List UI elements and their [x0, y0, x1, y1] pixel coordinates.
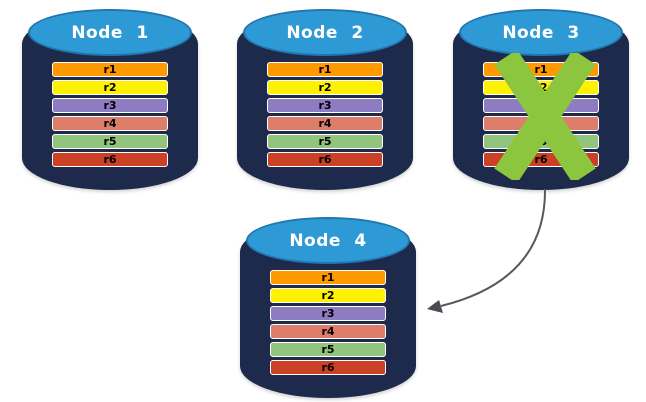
cylinder-top: Node 1 — [28, 9, 192, 56]
replica-row-label: r1 — [318, 63, 332, 76]
replica-row: r4 — [267, 116, 383, 131]
node-title: Node 3 — [502, 22, 580, 43]
replica-row: r2 — [267, 80, 383, 95]
replica-row-label: r2 — [103, 81, 117, 94]
node-title: Node 4 — [289, 230, 367, 251]
replica-row: r3 — [52, 98, 168, 113]
replica-row: r6 — [267, 152, 383, 167]
cylinder-top: Node 4 — [246, 217, 410, 264]
replica-row-label: r6 — [103, 153, 117, 166]
replica-row-label: r4 — [318, 117, 332, 130]
replica-row: r2 — [52, 80, 168, 95]
replica-row-label: r3 — [103, 99, 117, 112]
replica-row-label: r5 — [318, 135, 332, 148]
replica-rows: r1 r2 r3 r4 r5 r6 — [52, 62, 168, 170]
replica-row: r5 — [267, 134, 383, 149]
failure-x-icon — [494, 53, 596, 180]
replica-row-label: r3 — [321, 307, 335, 320]
replica-row: r5 — [270, 342, 386, 357]
replica-row-label: r4 — [103, 117, 117, 130]
replica-row-label: r5 — [103, 135, 117, 148]
replica-row-label: r6 — [534, 153, 548, 166]
replica-row: r5 — [52, 134, 168, 149]
replica-row: r4 — [270, 324, 386, 339]
replica-row-label: r2 — [318, 81, 332, 94]
replica-row: r1 — [52, 62, 168, 77]
replica-row: r2 — [270, 288, 386, 303]
replica-row-label: r3 — [318, 99, 332, 112]
replica-row-label: r5 — [321, 343, 335, 356]
replica-row: r1 — [270, 270, 386, 285]
replica-row: r3 — [267, 98, 383, 113]
replica-row: r6 — [52, 152, 168, 167]
replica-row: r3 — [270, 306, 386, 321]
node-4: Node 4 r1 r2 r3 r4 r5 r6 — [240, 215, 416, 398]
replica-row-label: r6 — [318, 153, 332, 166]
node-1: Node 1 r1 r2 r3 r4 r5 r6 — [22, 7, 198, 190]
replica-rows: r1 r2 r3 r4 r5 r6 — [270, 270, 386, 378]
node-title: Node 2 — [286, 22, 364, 43]
replica-row-label: r1 — [103, 63, 117, 76]
replica-rows: r1 r2 r3 r4 r5 r6 — [267, 62, 383, 170]
replica-row-label: r6 — [321, 361, 335, 374]
replica-row-label: r2 — [321, 289, 335, 302]
cylinder-top: Node 3 — [459, 9, 623, 56]
replica-row: r6 — [270, 360, 386, 375]
replica-row: r4 — [52, 116, 168, 131]
replica-row-label: r1 — [321, 271, 335, 284]
replica-row-label: r4 — [321, 325, 335, 338]
replica-row-label: r1 — [534, 63, 548, 76]
node-2: Node 2 r1 r2 r3 r4 r5 r6 — [237, 7, 413, 190]
replica-row: r1 — [267, 62, 383, 77]
node-title: Node 1 — [71, 22, 149, 43]
cylinder-top: Node 2 — [243, 9, 407, 56]
